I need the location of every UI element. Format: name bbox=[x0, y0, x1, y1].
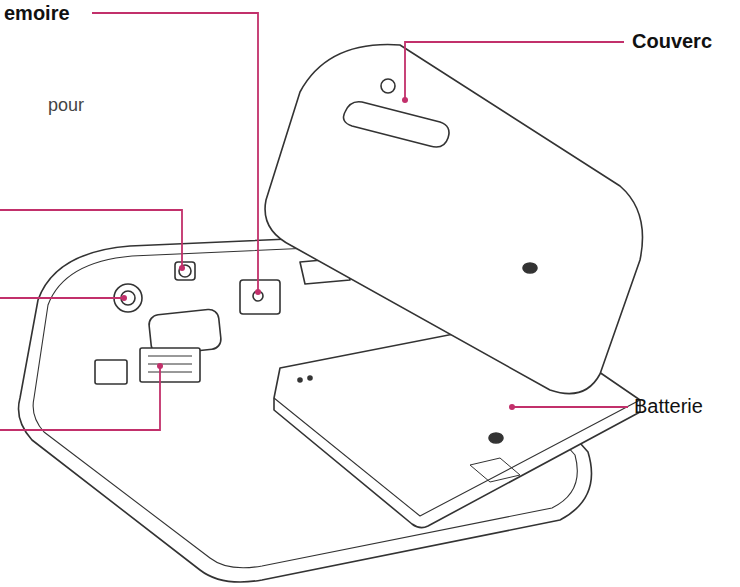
camera-lens bbox=[179, 265, 191, 277]
connector bbox=[95, 360, 127, 384]
sim-contacts bbox=[148, 356, 192, 372]
cover-button-hole bbox=[344, 102, 449, 147]
cover-camera-hole bbox=[381, 79, 395, 93]
part-label: Batterie bbox=[634, 396, 703, 416]
leader-dot bbox=[402, 97, 408, 103]
leader-line bbox=[92, 13, 258, 292]
leader-dot bbox=[157, 363, 163, 369]
back-cover bbox=[265, 45, 642, 394]
leader-line bbox=[405, 42, 624, 100]
leader-line bbox=[0, 210, 182, 268]
leader-dot bbox=[179, 265, 185, 271]
leader-line bbox=[0, 366, 160, 430]
leader-line bbox=[512, 406, 628, 408]
part-label: emoire bbox=[4, 3, 70, 23]
leader-dot bbox=[255, 289, 261, 295]
part-label: Couverc bbox=[632, 31, 712, 51]
battery-edge bbox=[274, 398, 640, 516]
battery-contact bbox=[308, 376, 312, 380]
leader-dot bbox=[509, 404, 515, 410]
part-label: pour bbox=[48, 96, 84, 114]
lg-logo bbox=[523, 263, 537, 273]
battery-contact bbox=[298, 378, 302, 382]
camera-housing bbox=[175, 262, 195, 280]
battery-logo-area bbox=[470, 458, 520, 482]
leader-dot bbox=[121, 295, 127, 301]
memory-card-slot bbox=[240, 280, 280, 314]
lg-logo bbox=[489, 433, 503, 443]
sim-slot bbox=[140, 348, 200, 382]
leader-line bbox=[0, 297, 124, 299]
speaker-inner bbox=[121, 291, 135, 305]
